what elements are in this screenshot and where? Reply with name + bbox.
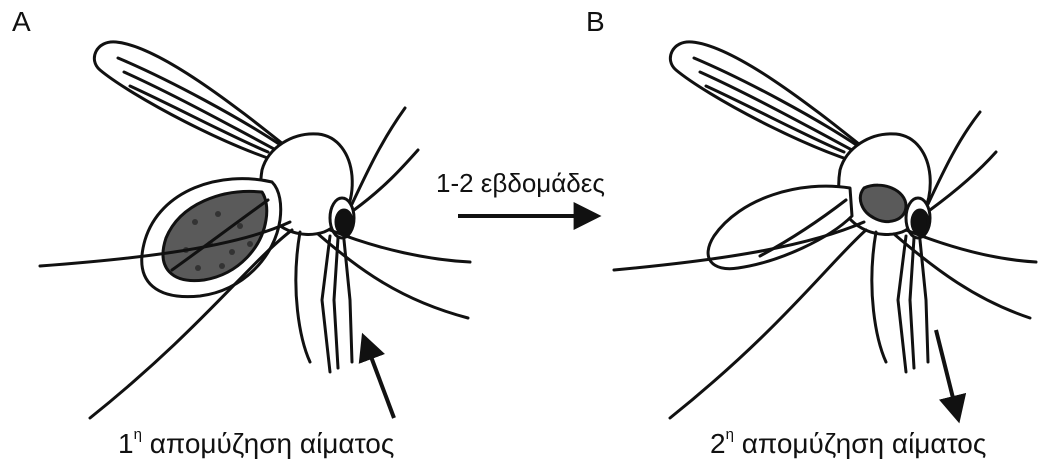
eye-b	[912, 210, 928, 234]
caption-b: 2η απομύζηση αίματος	[710, 428, 986, 460]
eye-a	[336, 210, 352, 234]
caption-a: 1η απομύζηση αίματος	[118, 428, 394, 460]
caption-a-superscript: η	[134, 426, 142, 443]
transition-label: 1-2 εβδομάδες	[436, 168, 605, 199]
caption-b-number: 2	[710, 428, 726, 459]
panel-label-b: B	[586, 6, 605, 38]
mosquito-engorged-icon	[40, 42, 470, 418]
feeding-arrow-a	[364, 338, 394, 418]
caption-b-superscript: η	[726, 426, 734, 443]
mosquito-digested-icon	[614, 42, 1036, 418]
caption-b-text: απομύζηση αίματος	[742, 428, 987, 459]
feeding-arrow-b	[936, 330, 958, 418]
caption-a-number: 1	[118, 428, 134, 459]
panel-label-a: A	[12, 6, 31, 38]
caption-a-text: απομύζηση αίματος	[150, 428, 395, 459]
